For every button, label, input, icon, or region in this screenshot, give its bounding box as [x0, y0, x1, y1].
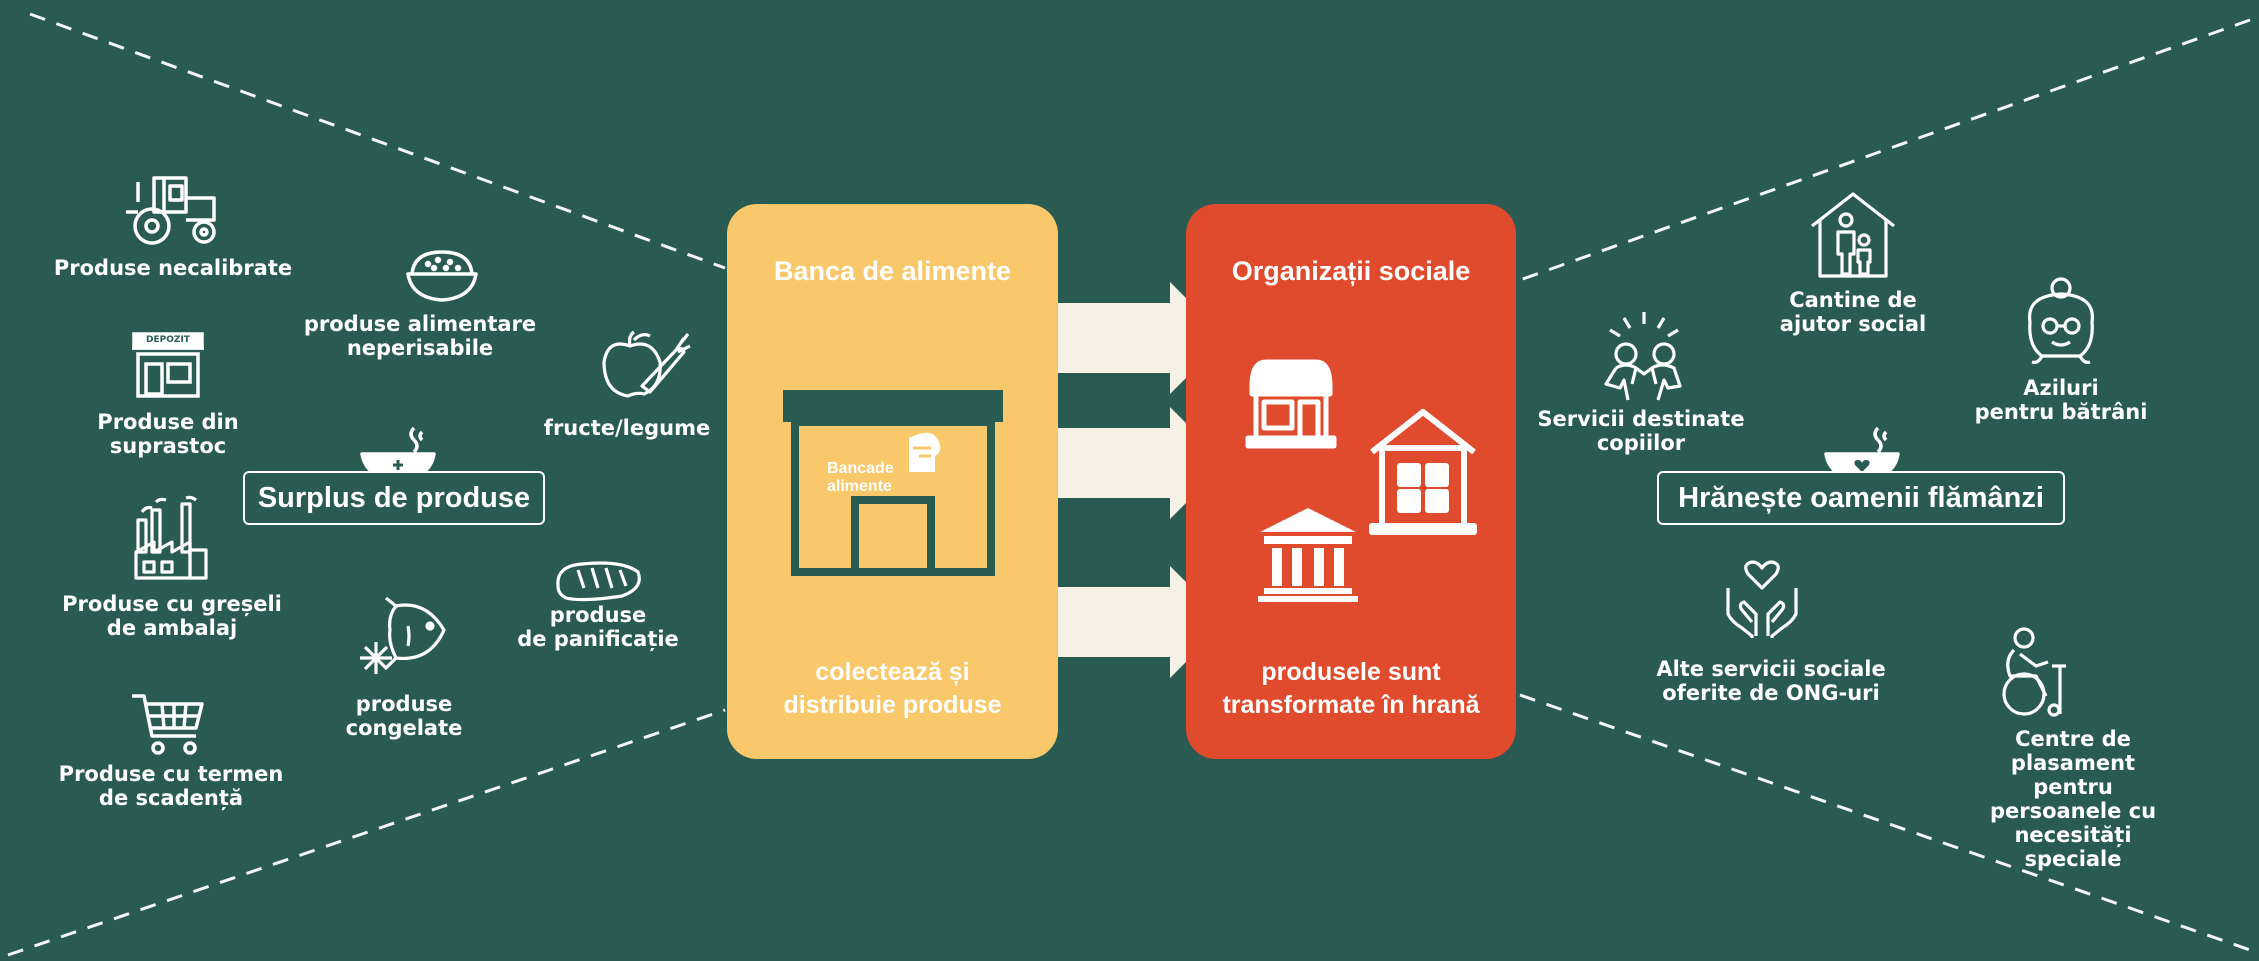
heart-hands-icon: [1724, 558, 1800, 640]
warehouse-icon: DEPOZIT: [130, 332, 206, 398]
feeds-hungry-hub-label: Hrănește oamenii flămânzi: [1657, 471, 2065, 525]
social-org-panel: Organizații sociale: [1186, 204, 1516, 759]
fish-snowflake-icon: [356, 596, 452, 682]
shop-icon: [1245, 356, 1337, 449]
item-label: Servicii destinate copiilor: [1537, 407, 1745, 455]
bank-sign-text: Bancade alimente: [827, 460, 894, 495]
food-bank-panel: Banca de alimente Bancade alimente colec…: [727, 204, 1058, 759]
item-label: Alte servicii sociale oferite de ONG-uri: [1656, 657, 1886, 705]
factory-icon: [132, 495, 210, 580]
rice-bowl-icon: [406, 248, 478, 304]
item-label: Produse cu greșeli de ambalaj: [62, 592, 282, 640]
elderly-woman-icon: [2018, 276, 2104, 364]
item-label: Aziluri pentru bătrâni: [1974, 376, 2148, 424]
bank-subtitle: colectează și distribuie produse: [783, 658, 1002, 719]
item-label: Produse cu termen de scadență: [58, 762, 284, 810]
tractor-icon: [124, 172, 224, 247]
depozit-sign: DEPOZIT: [146, 335, 190, 345]
children-icon: [1592, 310, 1696, 402]
bank-title: Banca de alimente: [773, 256, 1012, 286]
item-label: produse congelate: [345, 692, 463, 740]
institution-icon: [1256, 506, 1360, 604]
item-label: fructe/legume: [543, 416, 711, 440]
food-bank-building-icon: Bancade alimente: [783, 390, 1003, 578]
dashed-line-right-top: [1519, 18, 2251, 282]
item-label: Produse din suprastoc: [97, 410, 239, 458]
surplus-hub-label: Surplus de produse: [243, 471, 545, 525]
bread-icon: [552, 556, 644, 604]
fruit-vegetable-icon: [598, 330, 691, 408]
item-label: produse de panificație: [517, 603, 679, 651]
shopping-cart-icon: [130, 692, 206, 756]
item-label: Cantine de ajutor social: [1779, 288, 1927, 336]
dashed-line-left-top: [29, 12, 726, 270]
dashed-line-right-bottom: [1519, 693, 2251, 952]
org-title: Organizații sociale: [1231, 256, 1471, 286]
item-label: Centre de plasament pentru persoanele cu…: [1989, 727, 2157, 871]
item-label: Produse necalibrate: [53, 256, 293, 280]
org-subtitle: produsele sunt transformate în hrană: [1222, 658, 1480, 719]
item-label: produse alimentare neperisabile: [303, 312, 537, 360]
wheelchair-icon: [1990, 626, 2072, 718]
dashed-line-left-bottom: [7, 708, 726, 957]
house-icon: [1369, 408, 1477, 536]
family-house-icon: [1810, 192, 1896, 278]
